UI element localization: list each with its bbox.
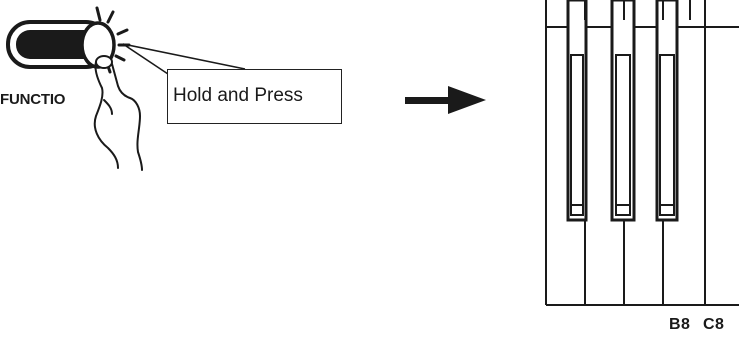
key-label-c8: C8 (703, 317, 724, 333)
callout-text: Hold and Press (173, 86, 303, 105)
pressing-hand-icon (95, 56, 142, 170)
black-key-2 (612, 0, 634, 220)
black-key-1 (568, 0, 586, 220)
function-button-label: FUNCTIO (0, 92, 65, 107)
right-arrow-icon (405, 86, 486, 114)
key-label-b8: B8 (669, 317, 690, 333)
black-key-3 (657, 0, 677, 220)
